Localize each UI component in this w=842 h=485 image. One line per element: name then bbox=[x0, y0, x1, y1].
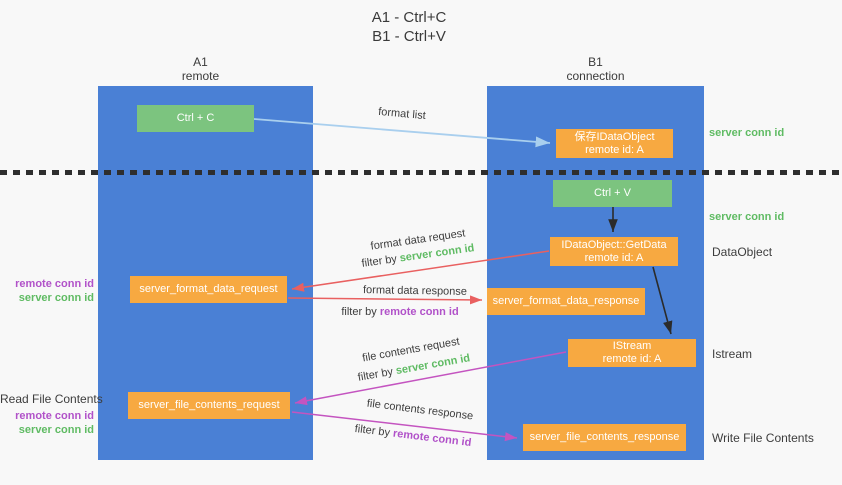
write-file-contents-annotation: Write File Contents bbox=[712, 431, 814, 445]
server-conn-id-annotation-format: server conn id bbox=[18, 292, 94, 304]
server-file-contents-request-node: server_file_contents_request bbox=[128, 392, 290, 419]
server-format-data-request-node: server_format_data_request bbox=[130, 276, 287, 303]
remote-conn-id-key: remote conn id bbox=[392, 427, 472, 450]
lane-b1-subtitle: connection bbox=[566, 69, 625, 83]
server-file-contents-response-label: server_file_contents_response bbox=[529, 431, 680, 443]
lane-a1-name: A1 bbox=[193, 55, 208, 69]
remote-conn-id-annotation-format: remote conn id bbox=[15, 278, 94, 290]
server-format-data-request-label: server_format_data_request bbox=[139, 283, 278, 295]
server-format-data-response-label: server_format_data_response bbox=[492, 295, 640, 307]
title-line-1: A1 - Ctrl+C bbox=[371, 9, 447, 26]
format-list-edge-label: format list bbox=[377, 105, 427, 123]
ctrl-c-node: Ctrl + C bbox=[137, 105, 254, 132]
filter-by-text: filter by bbox=[341, 306, 380, 318]
server-conn-id-annotation-file: server conn id bbox=[18, 424, 94, 436]
remote-conn-id-annotation-file: remote conn id bbox=[15, 410, 94, 422]
filter-by-text: filter by bbox=[360, 252, 401, 270]
istream-node: IStream remote id: A bbox=[568, 339, 696, 367]
dataobject-annotation: DataObject bbox=[712, 245, 773, 259]
remote-conn-id-key: remote conn id bbox=[379, 306, 459, 318]
server-file-contents-response-node: server_file_contents_response bbox=[523, 424, 686, 451]
lane-a1-subtitle: remote bbox=[181, 69, 220, 83]
format-data-response-filter-label: filter by remote conn id bbox=[341, 306, 458, 318]
server-conn-id-annotation-mid: server conn id bbox=[709, 211, 785, 223]
lane-b1-name: B1 bbox=[588, 55, 603, 69]
diagram-title: A1 - Ctrl+C B1 - Ctrl+V bbox=[0, 8, 818, 46]
save-idataobject-node: 保存IDataObject remote id: A bbox=[556, 129, 673, 158]
ctrl-v-label: Ctrl + V bbox=[594, 187, 631, 199]
getdata-line1: IDataObject::GetData bbox=[561, 238, 667, 251]
format-data-response-edge-label: format data response bbox=[362, 284, 468, 298]
file-contents-response-edge-label: file contents response bbox=[366, 397, 474, 423]
istream-annotation: Istream bbox=[712, 347, 753, 361]
format-data-response-arrow bbox=[287, 295, 483, 305]
server-format-data-response-node: server_format_data_response bbox=[487, 288, 645, 315]
server-file-contents-request-label: server_file_contents_request bbox=[138, 399, 280, 411]
save-idataobject-line1: 保存IDataObject bbox=[574, 130, 655, 143]
phase-separator-dotted-line bbox=[0, 170, 842, 175]
server-conn-id-annotation-top: server conn id bbox=[709, 127, 785, 139]
filter-by-text: filter by bbox=[356, 365, 397, 384]
file-contents-response-filter-label: filter by remote conn id bbox=[354, 423, 472, 449]
read-file-contents-annotation: Read File Contents bbox=[0, 392, 103, 406]
ctrl-c-label: Ctrl + C bbox=[176, 112, 215, 124]
lane-header-b1: B1 connection bbox=[487, 55, 704, 83]
title-line-2: B1 - Ctrl+V bbox=[372, 28, 446, 45]
lane-header-a1: A1 remote bbox=[98, 55, 303, 83]
save-idataobject-line2: remote id: A bbox=[585, 143, 644, 156]
getdata-node: IDataObject::GetData remote id: A bbox=[550, 237, 678, 266]
getdata-line2: remote id: A bbox=[584, 251, 644, 264]
ctrl-v-node: Ctrl + V bbox=[553, 180, 672, 207]
istream-line1: IStream bbox=[612, 340, 652, 352]
istream-line2: remote id: A bbox=[602, 353, 662, 365]
filter-by-text: filter by bbox=[354, 422, 394, 440]
